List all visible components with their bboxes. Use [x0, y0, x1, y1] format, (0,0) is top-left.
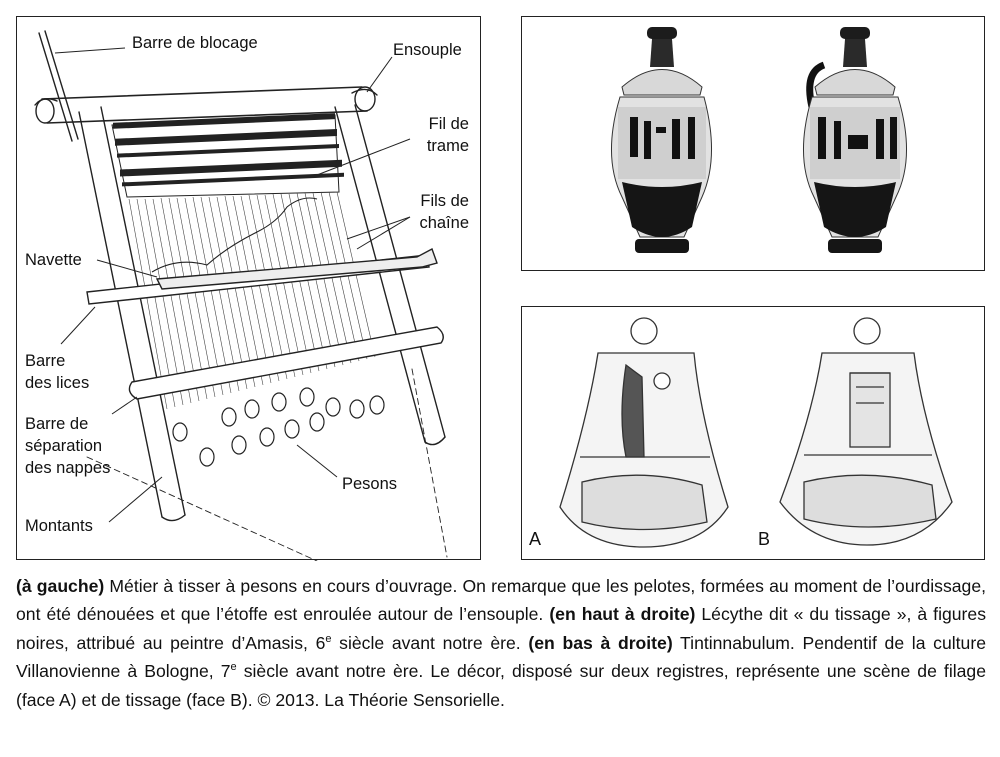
label-fil-de-trame-line2: trame — [426, 137, 469, 155]
tintinnabulum-photo-panel: A B — [521, 306, 985, 560]
label-fils-de-chaine: Fils de chaîne — [397, 190, 469, 234]
caption-top-right-text: Lécythe dit « du tissage », à figures no… — [16, 604, 986, 653]
loom-illustration-panel: Barre de blocage Ensouple Fil de trame F… — [16, 16, 481, 561]
caption-superscript-2: e — [230, 661, 237, 674]
caption-superscript-1: e — [325, 632, 332, 645]
label-montants: Montants — [25, 517, 93, 535]
caption-bottom-right-text: Tintinnabulum. Pendentif de la culture V… — [16, 632, 986, 682]
lekythos-right — [802, 27, 908, 253]
leader-lines — [54, 47, 411, 523]
label-barre-de-blocage: Barre de blocage — [132, 34, 258, 52]
right-upright — [334, 104, 446, 443]
label-fils-de-chaine-line2: chaîne — [419, 214, 469, 232]
left-upright — [78, 106, 186, 518]
caption-top-right-heading: (en haut à droite) — [549, 604, 696, 625]
label-barre-de-separation: Barre de séparation des nappes — [25, 413, 110, 479]
warp-weighted-loom-drawing — [34, 30, 448, 561]
face-b-label: B — [758, 529, 771, 549]
label-fils-de-chaine-line1: Fils de — [420, 192, 469, 210]
tintinnabulum-face-b-drawing — [779, 317, 953, 546]
woven-cloth — [111, 113, 344, 198]
label-separation-line1: Barre de — [25, 415, 89, 433]
loom-weights — [172, 387, 385, 467]
label-separation-line2: séparation — [25, 437, 103, 455]
blocking-bar — [38, 30, 79, 142]
label-pesons: Pesons — [342, 475, 398, 493]
caption-left-text: Métier à tisser à pesons en cours d’ouvr… — [16, 576, 986, 625]
label-fil-de-trame: Fil de trame — [407, 113, 469, 157]
label-separation-line3: des nappes — [25, 459, 111, 477]
label-barre-des-lices-line2: des lices — [25, 374, 90, 392]
caption-left-heading: (à gauche) — [16, 576, 105, 596]
tintinnabulum-drawing — [559, 317, 953, 548]
lekythos-left — [610, 27, 713, 253]
label-ensouple: Ensouple — [393, 41, 462, 59]
caption-bottom-right-heading: (en bas à droite) — [528, 632, 673, 653]
lekythos-vases-drawing — [610, 27, 908, 253]
label-fil-de-trame-line1: Fil de — [428, 115, 469, 133]
shed-bar — [128, 326, 444, 400]
caption-top-right-text-end: siècle avant notre ère. — [331, 632, 529, 653]
cloth-beam — [41, 86, 368, 124]
weft-thread — [151, 197, 318, 273]
caption-bottom-right-text-end: siècle avant notre ère. Le décor, dispos… — [16, 661, 986, 710]
face-a-label: A — [529, 529, 542, 549]
label-barre-des-lices: Barre des lices — [25, 350, 89, 394]
tintinnabulum-face-a-drawing — [559, 317, 729, 548]
shuttle — [155, 248, 438, 290]
figure-caption: (à gauche) Métier à tisser à pesons en c… — [16, 572, 986, 714]
lekythos-photo-panel — [521, 16, 985, 271]
label-navette: Navette — [25, 251, 82, 269]
label-barre-des-lices-line1: Barre — [25, 352, 66, 370]
